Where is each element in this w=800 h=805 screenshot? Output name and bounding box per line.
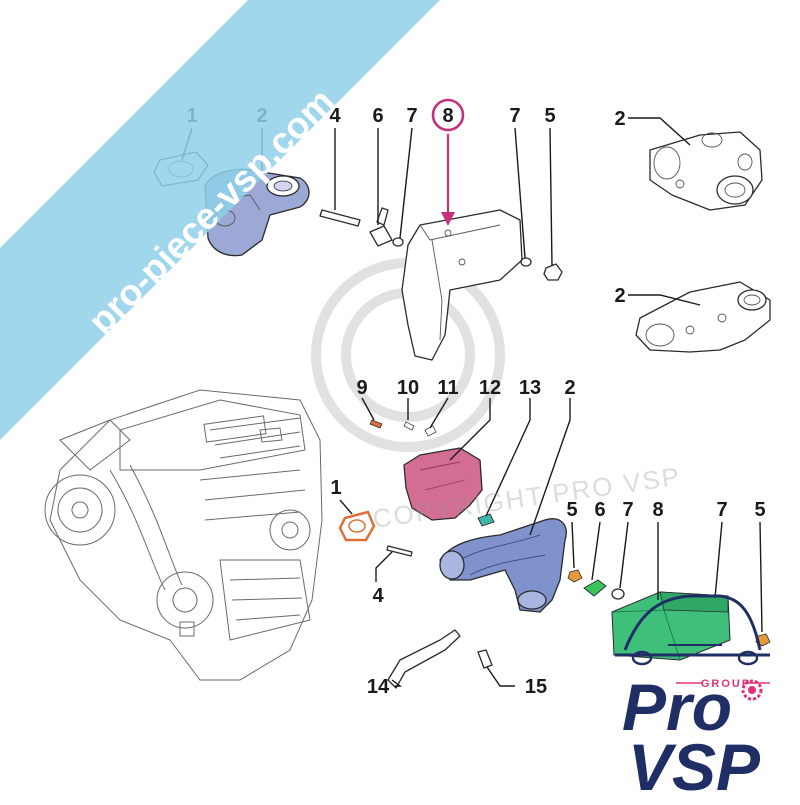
callout-label-highlighted: 8 [442, 105, 453, 127]
sensor-part-6-top [369, 207, 393, 247]
thermostat-housing-part-2-mid-right [635, 281, 771, 353]
gear-icon [741, 679, 763, 701]
pro-vsp-logo: GROUP Pro VSP [615, 594, 770, 804]
bracket-part-14 [387, 629, 461, 689]
callout-label: 12 [479, 377, 501, 399]
callout-label: 6 [372, 105, 383, 127]
sensor-block-part-8-lower [611, 591, 731, 661]
exhaust-manifold-part-2 [439, 518, 567, 613]
highlight-arrow [441, 134, 455, 226]
callout-label: 8 [652, 499, 663, 521]
nut-part-5-lower-left [567, 569, 583, 583]
callout-label: 9 [356, 377, 367, 399]
callout-label: 5 [754, 499, 765, 521]
callout-label: 13 [519, 377, 541, 399]
callout-numbers: 1 2 4 6 7 8 7 5 2 2 9 10 11 12 13 2 1 4 … [186, 105, 765, 698]
engine-assembly [44, 389, 323, 681]
callout-label: 7 [406, 105, 417, 127]
url-banner: pro-piece-vsp.com [0, 0, 440, 440]
heat-shield-part-8-top [401, 209, 523, 361]
callout-label: 11 [437, 377, 458, 399]
callout-label: 6 [594, 499, 605, 521]
washer-part-7-top-right [520, 257, 532, 267]
sensor-part-6-lower [583, 579, 607, 597]
nut-part-5-top [543, 263, 563, 281]
washer-part-7-top [392, 237, 404, 247]
clip-part-10 [403, 421, 415, 431]
washer-part-7-lower-left [611, 588, 625, 600]
callout-label: 4 [329, 105, 341, 127]
callout-label: 1 [330, 477, 341, 499]
logo-line-vsp: VSP [628, 730, 761, 800]
logo-group-label: GROUP [701, 678, 751, 690]
callout-label: 15 [525, 676, 547, 698]
logo-line-pro: Pro [622, 670, 732, 744]
callout-label: 5 [544, 105, 555, 127]
heat-shield-part-12 [403, 447, 483, 521]
callout-label: 2 [614, 285, 625, 307]
callout-label: 2 [564, 377, 575, 399]
callout-label: 7 [622, 499, 633, 521]
callout-label: 4 [372, 585, 384, 607]
bolt-part-9 [369, 419, 383, 429]
bolt-part-15 [477, 649, 493, 669]
thermostat-housing-part-2-top-right [649, 131, 763, 211]
car-outline-icon [615, 594, 770, 666]
callout-label: 7 [509, 105, 520, 127]
callout-label: 14 [367, 676, 390, 698]
callout-label: 2 [614, 108, 625, 130]
highlight-circle [431, 98, 465, 132]
callout-label: 10 [397, 377, 419, 399]
stud-part-4-top [319, 209, 361, 227]
callout-label: 5 [566, 499, 577, 521]
gasket-part-1-lower [338, 510, 376, 542]
callout-label: 7 [716, 499, 727, 521]
stud-part-4-lower [386, 545, 413, 557]
leader-lines [181, 117, 763, 687]
